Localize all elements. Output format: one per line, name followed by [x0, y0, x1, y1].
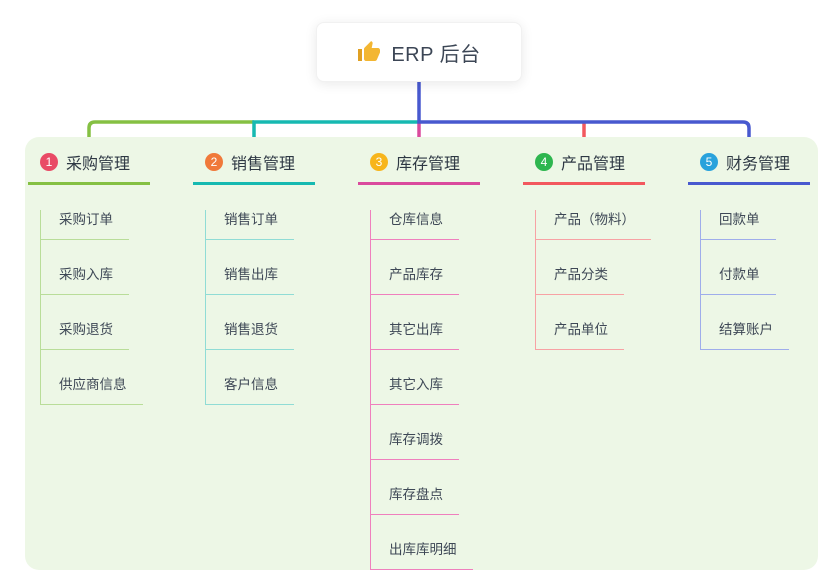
branch-number-badge: 1: [40, 153, 58, 171]
branch-item[interactable]: 采购入库: [41, 265, 129, 295]
root-node[interactable]: ERP 后台: [316, 22, 522, 82]
branch-item[interactable]: 产品库存: [371, 265, 459, 295]
branch-header[interactable]: 1 采购管理: [28, 146, 150, 185]
branch-column: 2 销售管理 销售订单销售出库销售退货客户信息: [193, 146, 315, 405]
branch-number-badge: 3: [370, 153, 388, 171]
branch-item[interactable]: 产品分类: [536, 265, 624, 295]
branch-item[interactable]: 其它出库: [371, 320, 459, 350]
branch-item[interactable]: 供应商信息: [41, 375, 143, 405]
branch-item[interactable]: 采购订单: [41, 210, 129, 240]
branch-item[interactable]: 结算账户: [701, 320, 789, 350]
branch-item[interactable]: 付款单: [701, 265, 776, 295]
branch-label: 财务管理: [726, 156, 791, 173]
branch-label: 销售管理: [231, 156, 296, 173]
branch-label: 库存管理: [396, 156, 461, 173]
branch-column: 4 产品管理 产品（物料） 产品分类产品单位: [523, 146, 651, 350]
branch-item[interactable]: 库存盘点: [371, 485, 459, 515]
branch-number-badge: 2: [205, 153, 223, 171]
branch-items: 回款单付款单结算账户: [700, 210, 810, 350]
branch-item[interactable]: 仓库信息: [371, 210, 459, 240]
branch-item[interactable]: 回款单: [701, 210, 776, 240]
branch-label: 产品管理: [561, 156, 626, 173]
branch-item[interactable]: 销售订单: [206, 210, 294, 240]
branch-items: 产品（物料） 产品分类产品单位: [535, 210, 651, 350]
root-title: ERP 后台: [391, 43, 481, 66]
branch-items: 采购订单采购入库采购退货供应商信息: [40, 210, 150, 405]
branch-item[interactable]: 其它入库: [371, 375, 459, 405]
branch-items: 仓库信息产品库存其它出库其它入库库存调拨库存盘点出库库明细: [370, 210, 480, 570]
branch-item[interactable]: 客户信息: [206, 375, 294, 405]
branch-item[interactable]: 销售出库: [206, 265, 294, 295]
branch-header[interactable]: 3 库存管理: [358, 146, 480, 185]
branch-number-badge: 5: [700, 153, 718, 171]
thumbs-up-icon: [358, 41, 381, 61]
branch-header[interactable]: 4 产品管理: [523, 146, 645, 185]
branch-item[interactable]: 出库库明细: [371, 540, 473, 570]
board: 1 采购管理 采购订单采购入库采购退货供应商信息 2 销售管理 销售订单销售出库…: [25, 137, 818, 570]
branch-item[interactable]: 销售退货: [206, 320, 294, 350]
branch-column: 3 库存管理 仓库信息产品库存其它出库其它入库库存调拨库存盘点出库库明细: [358, 146, 480, 570]
branch-number-badge: 4: [535, 153, 553, 171]
branch-item[interactable]: 产品（物料）: [536, 210, 651, 240]
branch-header[interactable]: 2 销售管理: [193, 146, 315, 185]
branch-label: 采购管理: [66, 156, 131, 173]
branch-items: 销售订单销售出库销售退货客户信息: [205, 210, 315, 405]
branch-item[interactable]: 产品单位: [536, 320, 624, 350]
branch-column: 1 采购管理 采购订单采购入库采购退货供应商信息: [28, 146, 150, 405]
branch-column: 5 财务管理 回款单付款单结算账户: [688, 146, 810, 350]
branch-item[interactable]: 采购退货: [41, 320, 129, 350]
branch-header[interactable]: 5 财务管理: [688, 146, 810, 185]
branch-item[interactable]: 库存调拨: [371, 430, 459, 460]
